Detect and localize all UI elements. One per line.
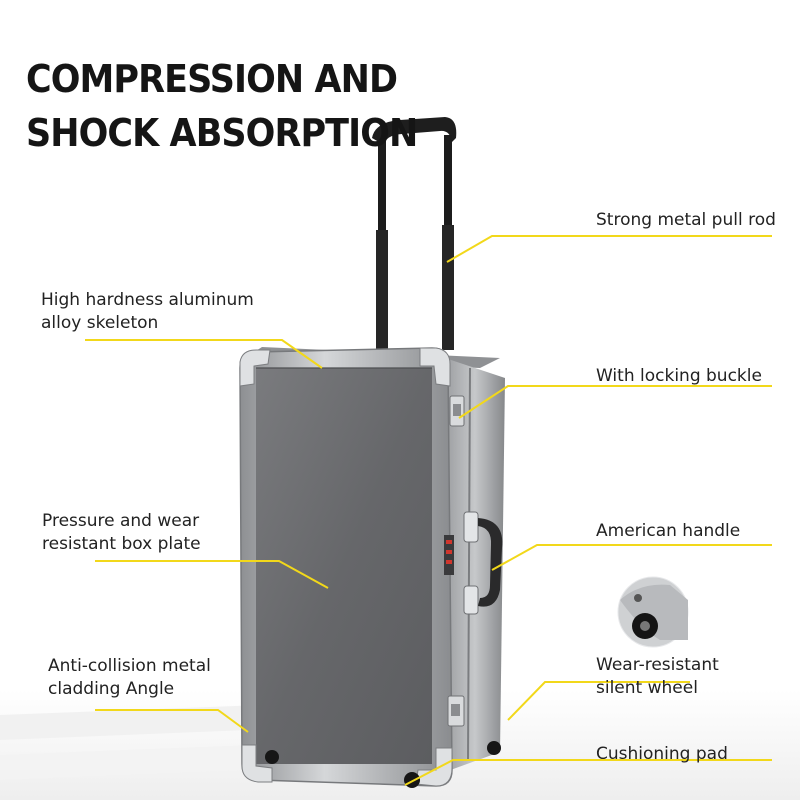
headline-line-2: SHOCK ABSORPTION [26,111,418,155]
feature-label-wheel: Wear-resistant silent wheel [596,654,719,700]
feature-label-cladding: Anti-collision metal cladding Angle [48,655,211,701]
callout-line-pull-rod [446,235,772,263]
callout-line-handle [491,544,772,571]
feature-text: With locking buckle [596,366,762,386]
callout-line-box-plate [95,560,329,589]
feature-text-line-1: Pressure and wear [42,511,200,531]
feature-text: American handle [596,521,741,541]
wheel-inset [617,576,689,648]
feature-text: Cushioning pad [596,744,728,764]
feature-label-cushioning: Cushioning pad [596,743,728,766]
headline-line-1: COMPRESSION AND [26,57,398,101]
feature-label-locking-buckle: With locking buckle [596,365,762,388]
case-side [445,358,505,772]
feature-text-line-1: Wear-resistant [596,655,719,675]
pull-rod [372,117,457,355]
feature-text: Strong metal pull rod [596,210,776,230]
feature-text-line-1: High hardness aluminum [41,290,254,310]
callout-lines [85,235,772,786]
callout-line-skeleton [85,339,323,369]
feature-text-line-2: resistant box plate [42,534,201,554]
box-plate [256,368,432,764]
feature-text-line-2: cladding Angle [48,679,175,699]
floor-reflection [0,705,260,740]
headline: COMPRESSION AND SHOCK ABSORPTION [26,52,418,160]
callout-line-cladding [95,709,249,733]
floor-reflection [0,745,250,780]
locking-buckle [447,395,465,727]
feature-label-pull-rod: Strong metal pull rod [596,209,776,232]
feature-label-skeleton: High hardness aluminum alloy skeleton [41,289,254,335]
callout-line-locking-buckle [458,385,772,419]
feature-text-line-1: Anti-collision metal [48,656,211,676]
feature-text-line-2: alloy skeleton [41,313,159,333]
callout-line-wheel [507,681,690,721]
feature-text-line-2: silent wheel [596,678,698,698]
feature-label-american-handle: American handle [596,520,740,543]
callout-line-cushioning [404,759,772,786]
american-handle [444,511,503,615]
feature-label-box-plate: Pressure and wear resistant box plate [42,510,201,556]
corner-guards [239,347,453,787]
